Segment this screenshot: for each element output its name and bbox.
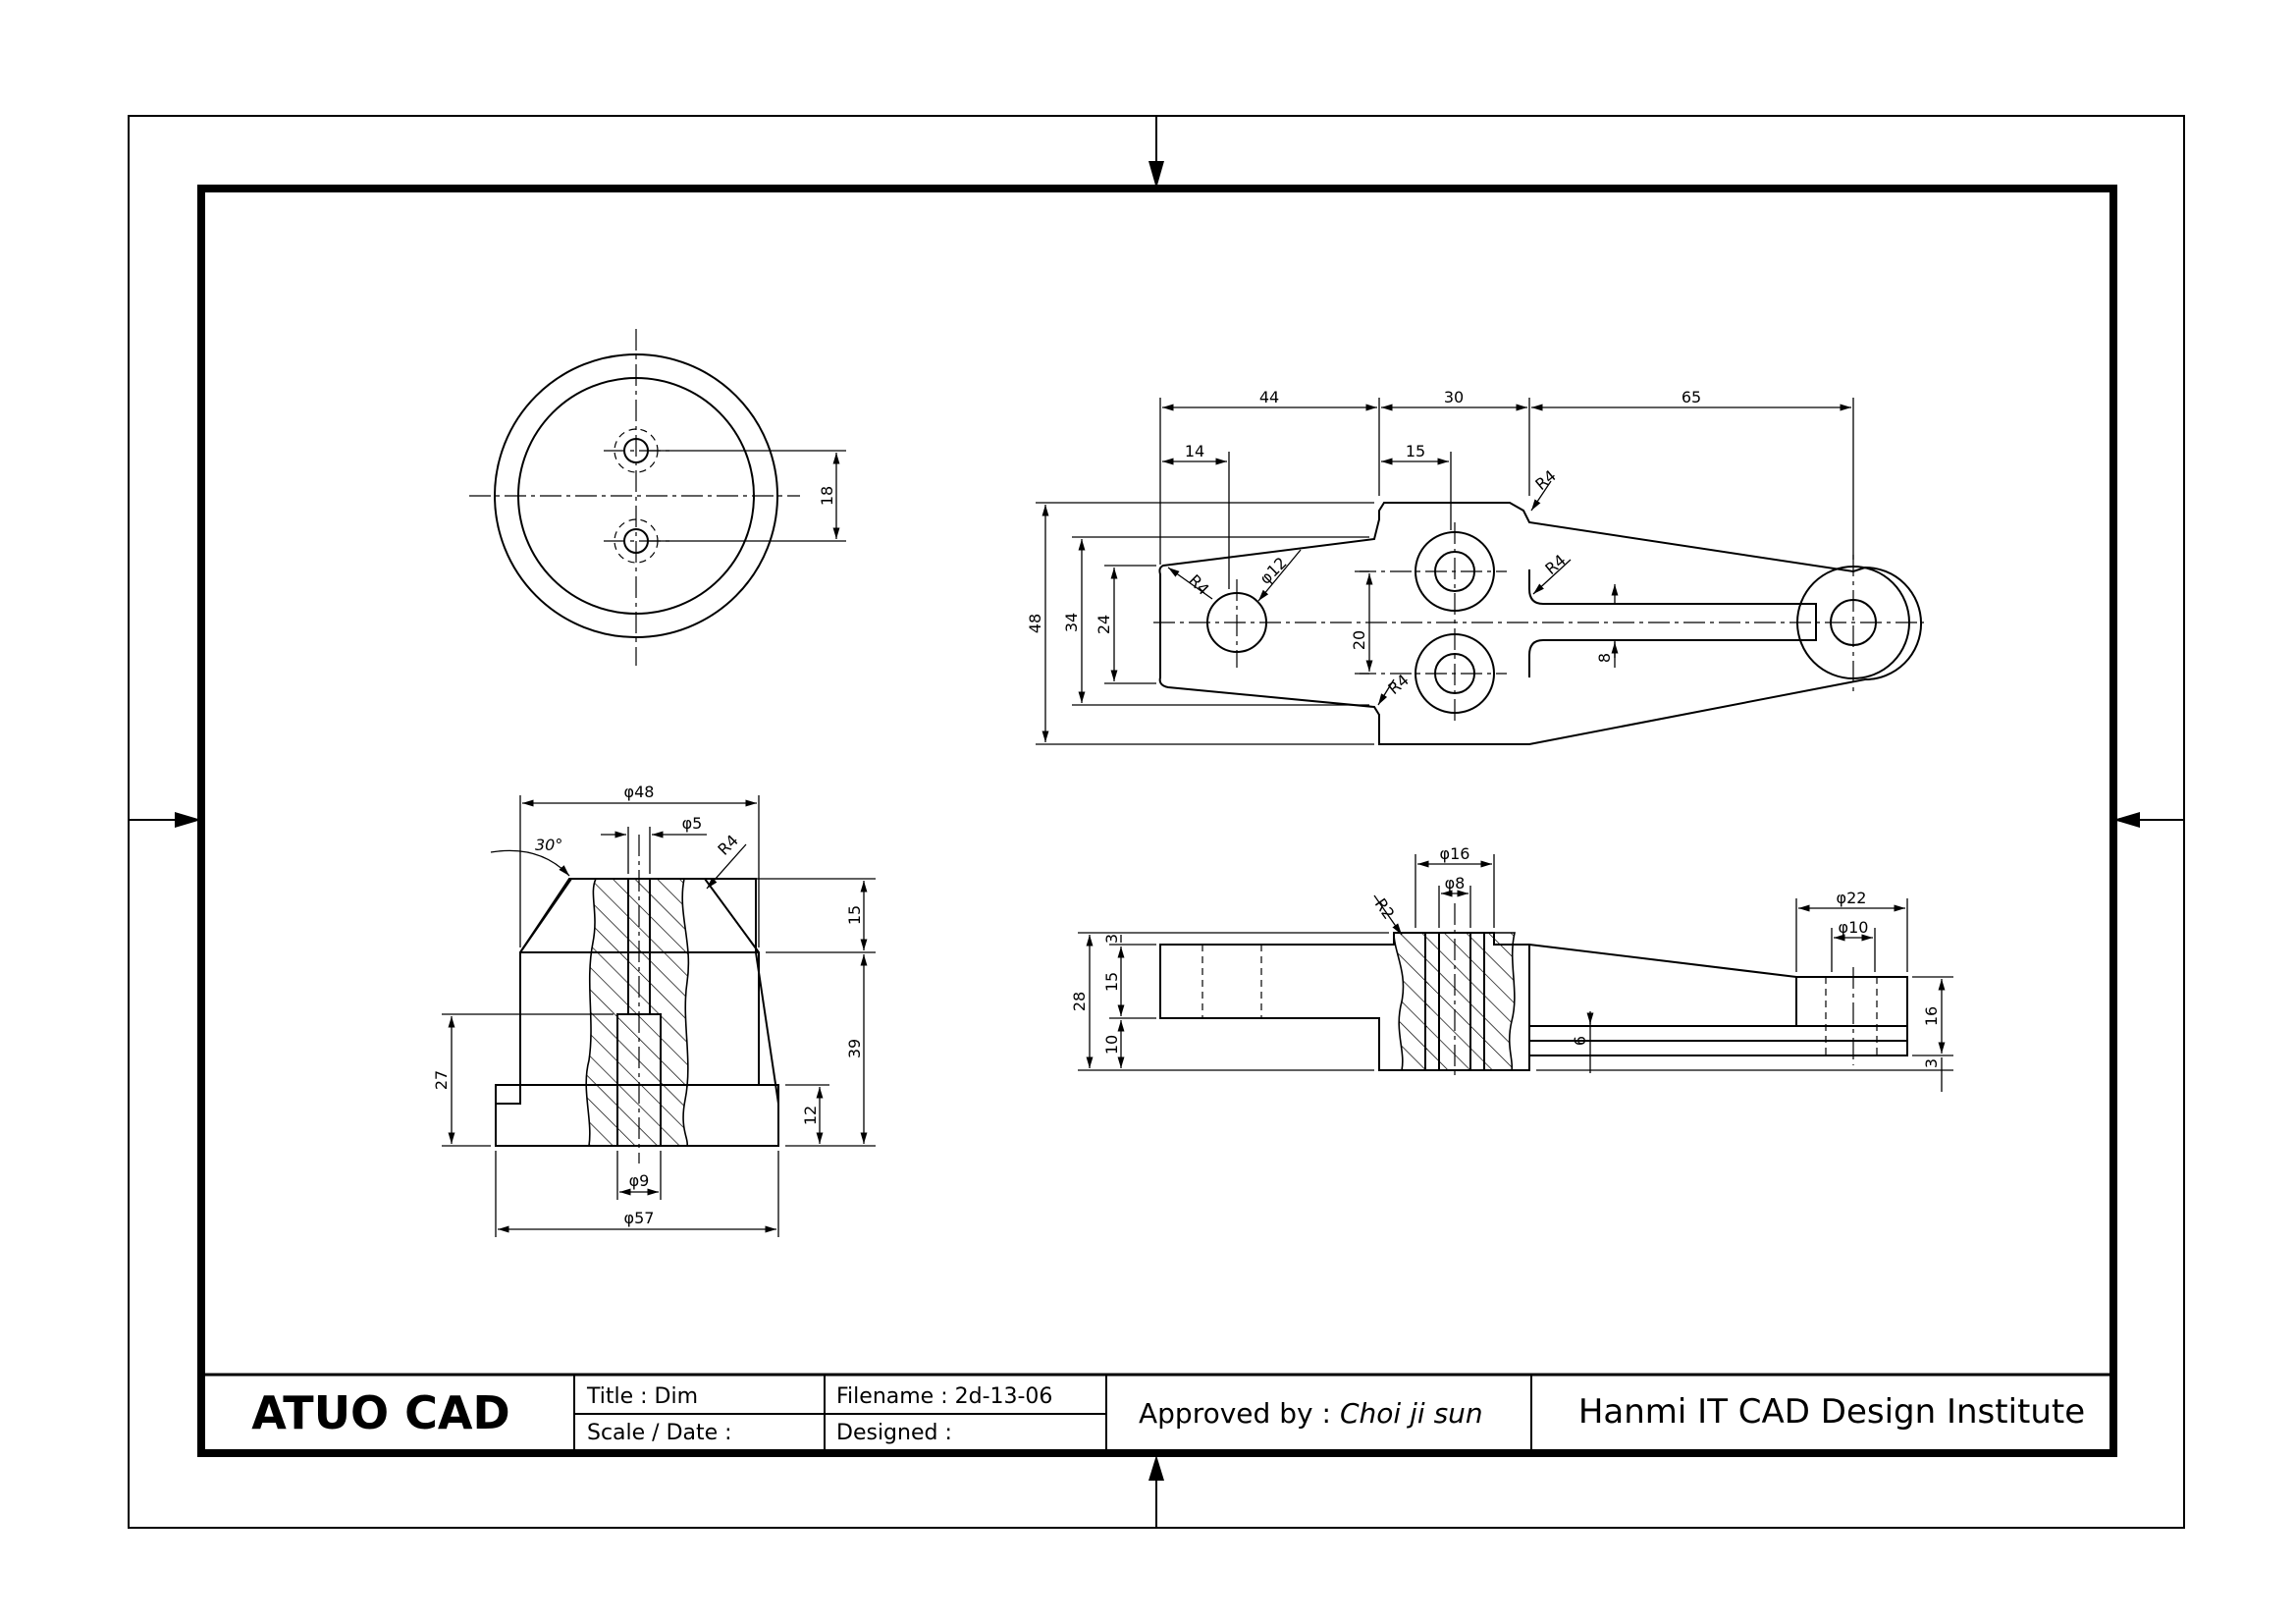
dim-h48: 48 bbox=[1026, 614, 1044, 633]
dim-chamfer-h: 15 bbox=[845, 905, 864, 925]
institute-name: Hanmi IT CAD Design Institute bbox=[1578, 1392, 2085, 1432]
dim-r-top: R4 bbox=[1531, 466, 1560, 494]
section-view: φ48 φ5 30° R4 15 39 12 27 φ9 bbox=[432, 783, 876, 1237]
dim-h10: 10 bbox=[1102, 1035, 1121, 1055]
dim-hole-dia: φ5 bbox=[682, 814, 703, 833]
approved-name: Choi ji sun bbox=[1340, 1397, 1483, 1430]
dim-r2: R2 bbox=[1371, 894, 1399, 922]
dim-base-dia: φ57 bbox=[624, 1209, 655, 1227]
dim-h34: 34 bbox=[1062, 613, 1081, 632]
dim-hole-spacing: 18 bbox=[818, 486, 836, 506]
dim-h3a: 3 bbox=[1102, 934, 1121, 944]
dim-base-h: 12 bbox=[801, 1106, 820, 1125]
designed-field: Designed : bbox=[836, 1421, 952, 1445]
dim-30: 30 bbox=[1444, 388, 1464, 406]
dim-angle: 30° bbox=[535, 836, 562, 854]
dim-r-slot: R4 bbox=[1541, 551, 1570, 578]
outer-border bbox=[128, 115, 2185, 1529]
title-field: Title : Dim bbox=[586, 1384, 698, 1409]
filename-field: Filename : 2d-13-06 bbox=[836, 1384, 1052, 1409]
dim-bore-depth: 27 bbox=[432, 1070, 451, 1090]
top-view: 18 bbox=[469, 329, 846, 666]
plan-view: 44 30 65 14 15 R4 R4 R4 R4 φ12 48 34 24 bbox=[1026, 388, 1924, 745]
dim-top-dia: φ48 bbox=[624, 783, 655, 801]
dim-h8: 8 bbox=[1595, 653, 1614, 663]
dim-bore-dia: φ9 bbox=[629, 1171, 650, 1190]
scale-date-field: Scale / Date : bbox=[587, 1421, 732, 1445]
dim-44: 44 bbox=[1259, 388, 1279, 406]
dim-body-h: 39 bbox=[845, 1039, 864, 1058]
dim-radius: R4 bbox=[714, 831, 741, 858]
dim-h24: 24 bbox=[1095, 615, 1113, 634]
dim-r-bottom: R4 bbox=[1384, 671, 1413, 698]
dim-dia10: φ10 bbox=[1839, 918, 1869, 937]
centering-marks bbox=[129, 116, 2184, 1528]
dim-h20: 20 bbox=[1350, 630, 1368, 650]
dim-r-left: R4 bbox=[1185, 570, 1212, 598]
inner-border bbox=[197, 185, 2117, 1457]
logo-text: ATUO CAD bbox=[251, 1386, 509, 1439]
dim-hole: φ12 bbox=[1255, 554, 1290, 588]
approved-label: Approved by : bbox=[1139, 1397, 1331, 1430]
dim-h6: 6 bbox=[1571, 1036, 1589, 1046]
dim-14: 14 bbox=[1185, 442, 1204, 460]
dim-dia22: φ22 bbox=[1837, 889, 1867, 907]
dim-h3b: 3 bbox=[1922, 1058, 1941, 1068]
dim-dia8: φ8 bbox=[1445, 874, 1466, 893]
title-block: ATUO CAD Title : Dim Scale / Date : File… bbox=[201, 1373, 2113, 1453]
dim-65: 65 bbox=[1682, 388, 1701, 406]
dim-15: 15 bbox=[1406, 442, 1425, 460]
dim-dia16: φ16 bbox=[1440, 844, 1470, 863]
dim-h28: 28 bbox=[1070, 992, 1089, 1011]
dim-h15: 15 bbox=[1102, 972, 1121, 992]
front-view: φ16 φ8 R2 φ22 φ10 28 3 15 10 6 bbox=[1070, 844, 1953, 1092]
dim-h16: 16 bbox=[1922, 1006, 1941, 1026]
